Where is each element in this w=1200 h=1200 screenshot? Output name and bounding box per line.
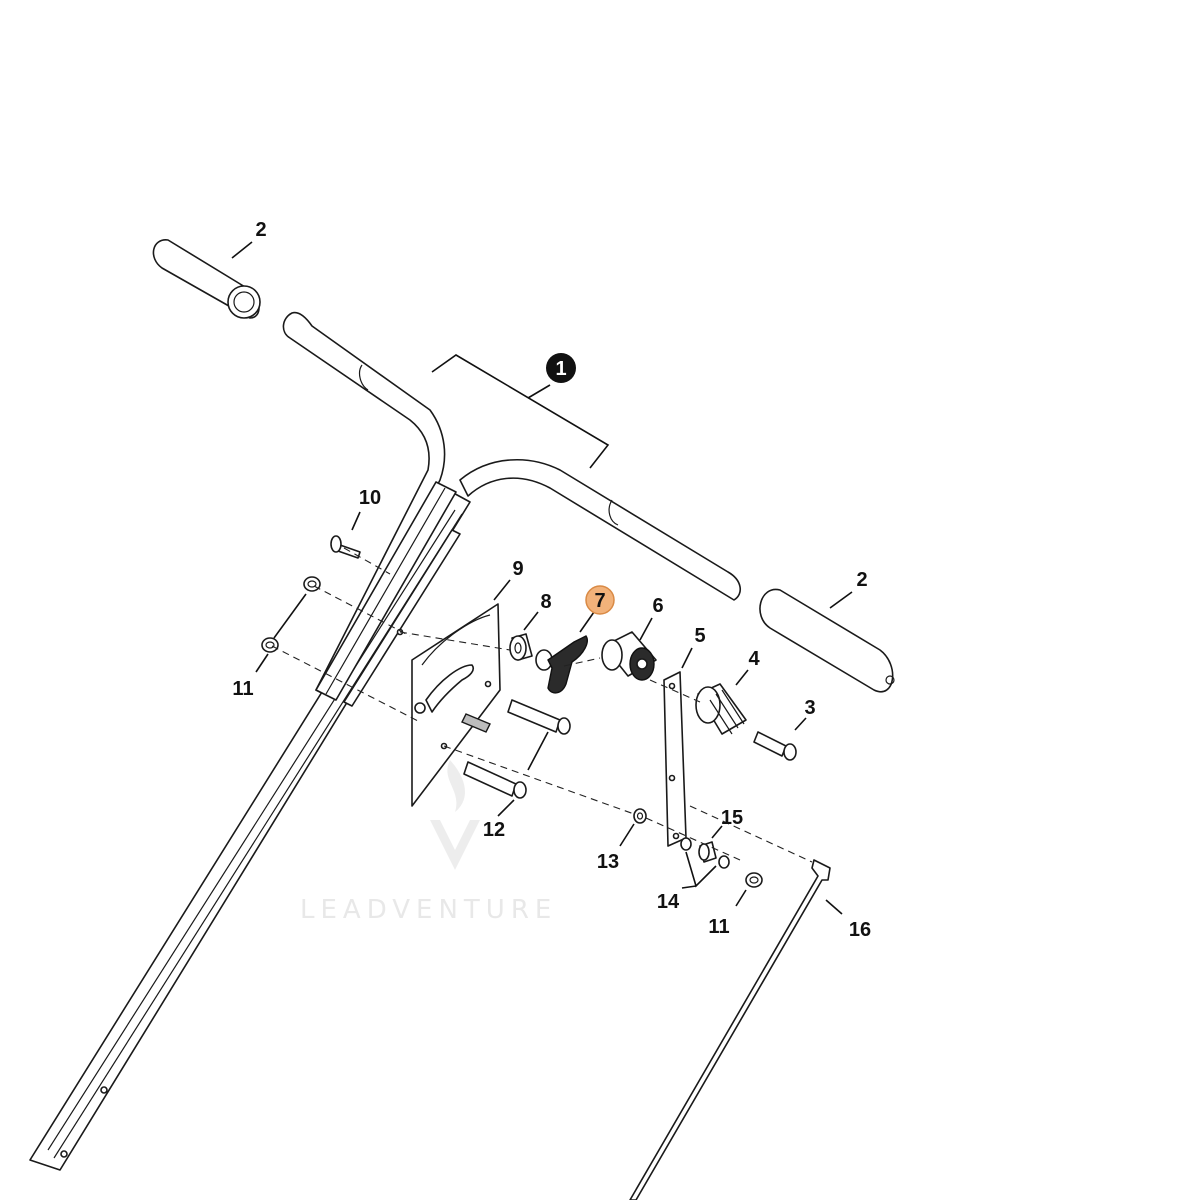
callout-labels: 2 2 3 4 5 6 8 9 10 11 11 12 13 14 15 16 <box>232 219 871 941</box>
strap-5 <box>663 671 687 847</box>
callout-9: 9 <box>512 558 523 580</box>
assembly-lines <box>271 547 813 863</box>
clamp-6 <box>601 631 657 681</box>
grip-left <box>152 239 261 319</box>
callout-8: 8 <box>540 591 551 613</box>
bolt-10 <box>330 535 361 559</box>
nut-11-left-top <box>303 576 321 592</box>
handlebar-frame <box>29 311 741 1171</box>
threaded-stud-12 <box>461 713 491 733</box>
washer-14-left <box>680 837 692 851</box>
callout-1-label: 1 <box>555 358 566 380</box>
callout-3: 3 <box>804 697 815 719</box>
callout-2-left: 2 <box>255 219 266 241</box>
spacer-8 <box>509 633 533 661</box>
callout-14: 14 <box>657 891 680 913</box>
bolt-12-upper <box>507 699 571 735</box>
grip-right <box>759 588 895 693</box>
callout-2-right: 2 <box>856 569 867 591</box>
callout-1: 1 <box>546 353 576 383</box>
callout-4: 4 <box>748 648 760 670</box>
leader-lines <box>231 241 853 915</box>
nut-11-right <box>745 872 763 888</box>
callout-13: 13 <box>597 851 619 873</box>
callout-6: 6 <box>652 595 663 617</box>
callout-10: 10 <box>359 487 381 509</box>
angle-plate <box>396 603 501 807</box>
washer-13 <box>633 808 647 824</box>
callout-11-left: 11 <box>232 678 253 700</box>
callout-12: 12 <box>483 819 505 841</box>
star-knob-7 <box>535 635 588 694</box>
bushing-15 <box>698 841 717 863</box>
callout-7: 7 <box>585 585 615 615</box>
watermark: LEADVENTURE <box>300 760 557 925</box>
callout-7-label: 7 <box>594 590 605 612</box>
washer-14-right <box>718 855 730 869</box>
callout-15: 15 <box>721 807 743 829</box>
cap-4 <box>695 683 747 735</box>
callout-5: 5 <box>694 625 705 647</box>
rod-16 <box>629 859 831 1200</box>
callout-11-right: 11 <box>708 916 729 938</box>
screw-3 <box>753 731 797 761</box>
bolt-12-lower <box>463 761 527 799</box>
nut-11-left-bottom <box>261 637 279 653</box>
callout-16: 16 <box>849 919 871 941</box>
watermark-text: LEADVENTURE <box>300 895 557 925</box>
